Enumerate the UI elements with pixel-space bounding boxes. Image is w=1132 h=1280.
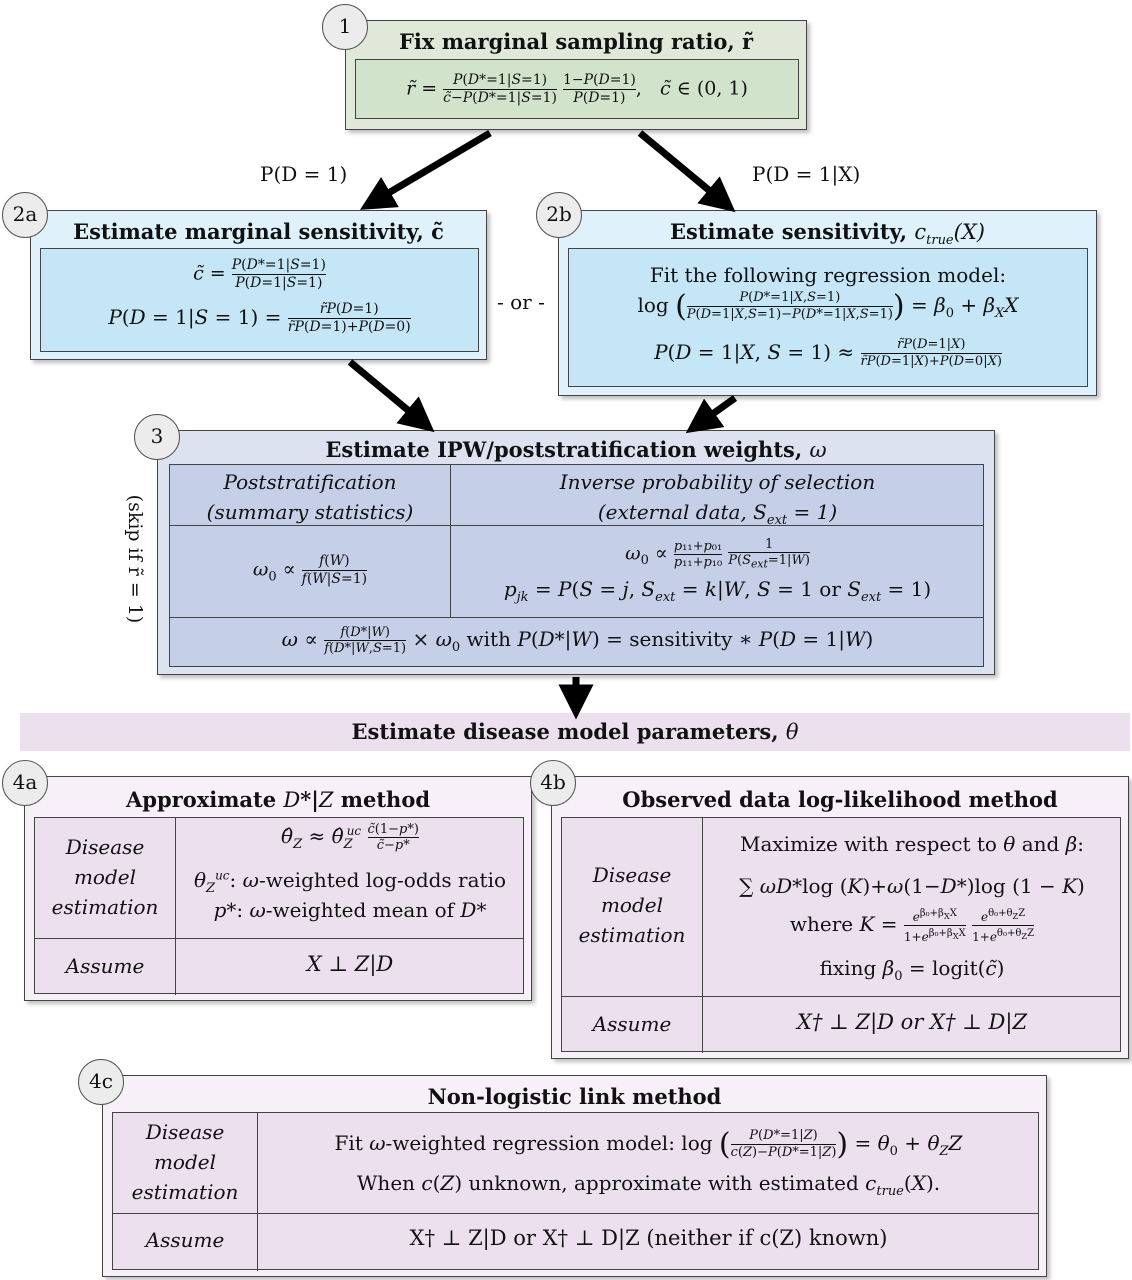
table-divider xyxy=(562,996,1120,997)
table-divider xyxy=(170,525,983,526)
step-1-title: Fix marginal sampling ratio, r̃ xyxy=(398,29,754,54)
poststratification-header: Poststratification (summary statistics) xyxy=(206,470,414,524)
edge-label-marginal: P(D = 1) xyxy=(260,162,348,186)
unknown-c-instruction: When c(Z) unknown, approximate with esti… xyxy=(356,1171,941,1199)
table-divider xyxy=(450,465,451,617)
sampling-ratio-formula: r̃ = P(D*=1|S=1) c̃−P(D*=1|S=1) 1−P(D=1)… xyxy=(406,72,748,106)
step-4b-title: Observed data log-likelihood method xyxy=(622,787,1058,812)
poststratification-formula: ω0 ∝ f(W) f(W|S=1) xyxy=(252,553,368,587)
step-2b-title: Estimate sensitivity, ctrue(X) xyxy=(670,219,985,249)
arrow-2b-to-3 xyxy=(685,395,738,434)
assume-row-label: Assume xyxy=(65,954,145,978)
nonlogistic-regression-formula: Fit ω-weighted regression model: log ( P… xyxy=(334,1127,963,1162)
step-2a-box: Estimate marginal sensitivity, c̃ c̃ = P… xyxy=(30,210,487,360)
banner-title: Estimate disease model parameters, θ xyxy=(351,719,799,744)
pjk-definition: pjk = P(S = j, Sext = k|W, S = 1 or Sext… xyxy=(503,577,932,605)
assumption-value: X ⊥ Z|D xyxy=(306,952,394,976)
step-2b-box: Estimate sensitivity, ctrue(X) Fit the f… xyxy=(558,210,1097,396)
step-2a-title: Estimate marginal sensitivity, c̃ xyxy=(73,219,444,244)
marginal-sensitivity-formula: c̃ = P(D*=1|S=1) P(D=1|S=1) xyxy=(193,257,326,291)
uncorrected-or-definition: θZuc: ω-weighted log-odds ratio xyxy=(193,868,507,896)
table-divider xyxy=(257,1113,258,1271)
step-3-title: Estimate IPW/poststratification weights,… xyxy=(325,437,827,462)
table-divider xyxy=(702,818,703,1053)
step-3-box: Estimate IPW/poststratification weights,… xyxy=(157,430,995,675)
weights-table: Poststratification (summary statistics) … xyxy=(169,464,984,667)
assume-row-label: Assume xyxy=(145,1228,225,1252)
step-2b-formula-box: Fit the following regression model: log … xyxy=(568,248,1088,387)
step-2a-badge: 2a xyxy=(2,192,48,238)
maximize-instruction: Maximize with respect to θ and β: xyxy=(740,832,1084,856)
arrow-2a-to-3 xyxy=(347,359,435,433)
log-likelihood-formula: ∑ ωD*log (K)+ω(1−D*)log (1 − K) xyxy=(739,874,1085,898)
arrow-1-to-2b xyxy=(637,130,736,213)
ips-header: Inverse probability of selection (extern… xyxy=(559,470,876,528)
step-4c-title: Non-logistic link method xyxy=(427,1084,722,1109)
step-2a-formula-box: c̃ = P(D*=1|S=1) P(D=1|S=1) P(D = 1|S = … xyxy=(40,248,479,352)
table-divider xyxy=(175,818,176,995)
step-3-badge: 3 xyxy=(134,414,180,460)
step-1-formula-box: r̃ = P(D*=1|S=1) c̃−P(D*=1|S=1) 1−P(D=1)… xyxy=(355,59,799,119)
step-4a-badge: 4a xyxy=(2,760,48,806)
step-1-box: Fix marginal sampling ratio, r̃ r̃ = P(D… xyxy=(345,20,807,130)
sensitivity-regression-formula: log ( P(D*=1|X,S=1) P(D=1|X,S=1)−P(D*=1|… xyxy=(637,289,1019,324)
step-4c-badge: 4c xyxy=(78,1059,124,1105)
selected-prevalence-formula: P(D = 1|S = 1) = r̃P(D=1) r̃P(D=1)+P(D=0… xyxy=(108,301,411,335)
pstar-definition: p*: ω-weighted mean of D* xyxy=(213,898,487,922)
assume-row-label: Assume xyxy=(592,1012,672,1036)
step-2b-badge: 2b xyxy=(536,192,582,238)
step-4b-badge: 4b xyxy=(530,760,576,806)
step-4a-title: Approximate D*|Z method xyxy=(125,787,431,812)
final-weight-formula: ω ∝ f(D*|W) f(D*|W,S=1) × ω0 with P(D*|W… xyxy=(281,625,874,656)
regression-instruction: Fit the following regression model: xyxy=(649,263,1007,287)
or-separator: - or - xyxy=(497,290,545,314)
skip-condition-label: (skip if r̃ = 1) xyxy=(124,494,146,624)
conditional-prevalence-formula: P(D = 1|X, S = 1) ≈ r̃P(D=1|X) r̃P(D=1|X… xyxy=(654,337,1002,369)
disease-model-banner: Estimate disease model parameters, θ xyxy=(20,713,1130,751)
ips-formula: ω0 ∝ p₁₁+p₀₁ p₁₁+p₁₀ 1 P(Sext=1|W) xyxy=(625,537,810,571)
table-divider xyxy=(113,1213,1038,1214)
arrow-1-to-2a xyxy=(359,129,492,210)
assumption-value: X† ⊥ Z|D or X† ⊥ D|Z (neither if c(Z) kn… xyxy=(409,1226,888,1250)
step-1-badge: 1 xyxy=(322,4,368,50)
approx-estimator-formula: θ̂Z ≈ θ̂Zuc c̃(1−p*) c̃−p* xyxy=(281,822,419,853)
table-divider xyxy=(35,938,523,939)
table-divider xyxy=(170,617,983,618)
assumption-value: X† ⊥ Z|D or X† ⊥ D|Z xyxy=(796,1010,1028,1034)
edge-label-conditional: P(D = 1|X) xyxy=(752,162,861,186)
step-4b-box: Observed data log-likelihood method Dise… xyxy=(551,776,1129,1059)
k-definition: where K = eβ₀+βXX 1+eβ₀+βXX eθ₀+θZZ 1+eθ… xyxy=(789,908,1035,944)
fixing-beta0: fixing β0 = logit(c̃) xyxy=(819,956,1005,984)
